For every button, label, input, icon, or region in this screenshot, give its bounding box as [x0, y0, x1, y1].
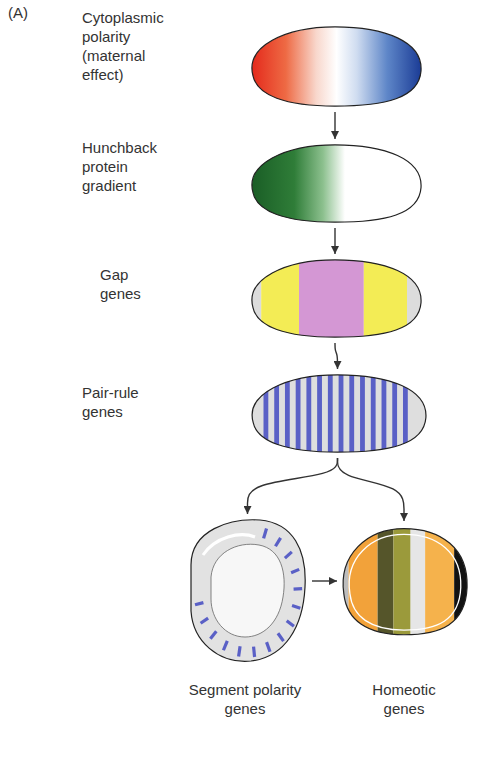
embryo-outline — [252, 260, 421, 337]
embryo-stage: Pair-rule genes — [245, 370, 430, 456]
embryo-stage: Gap genes — [245, 255, 425, 341]
arrow-connector — [334, 112, 335, 139]
embryo-illustration — [245, 370, 430, 456]
expression-band — [407, 255, 425, 341]
arrow-connector — [334, 228, 335, 254]
stage-label-block: Homeotic genes — [364, 680, 444, 718]
arrow-connector — [338, 458, 405, 521]
embryo-body — [252, 145, 421, 222]
expression-band — [425, 522, 454, 640]
expression-band — [382, 370, 387, 456]
stage-label: Pair-rule genes — [82, 383, 152, 421]
stage-label: Cytoplasmic polarity (maternal effect) — [82, 8, 182, 84]
embryo-body — [191, 520, 305, 661]
stage-label-block: Hunchback protein gradient — [82, 138, 182, 195]
segment-stripe — [292, 605, 300, 608]
head-fold — [203, 535, 255, 555]
expression-band — [245, 370, 430, 456]
segment-stripe — [210, 631, 216, 639]
embryo-illustration — [185, 515, 310, 665]
expression-band — [393, 522, 410, 640]
expression-band — [339, 370, 344, 456]
segment-stripe — [291, 569, 299, 572]
segment-stripe — [254, 647, 255, 657]
expression-band — [299, 255, 364, 341]
expression-band — [349, 370, 354, 456]
embryo-outline — [252, 145, 421, 222]
segment-stripe — [285, 552, 292, 558]
segment-stripe — [275, 538, 280, 546]
embryo-illustration — [245, 22, 425, 110]
expression-band — [306, 370, 311, 456]
expression-band — [264, 370, 269, 456]
stage-label: Segment polarity genes — [175, 680, 315, 718]
arrow-connector — [335, 343, 338, 369]
embryo-stage: Segment polarity genes — [185, 515, 310, 665]
embryo-illustration — [245, 140, 425, 226]
segment-stripe — [223, 641, 227, 650]
expression-band — [245, 255, 261, 341]
germ-band-fold — [211, 544, 284, 637]
embryo-stage: Homeotic genes — [338, 522, 470, 640]
inner-outline — [349, 534, 461, 630]
expression-band — [378, 522, 394, 640]
segment-stripe — [239, 646, 240, 656]
expression-band — [371, 370, 376, 456]
arrow-connector — [312, 580, 337, 581]
expression-band — [261, 255, 299, 341]
expression-band — [411, 522, 426, 640]
stage-label-block: Cytoplasmic polarity (maternal effect) — [82, 8, 182, 84]
embryo-body — [252, 27, 421, 106]
segment-stripe — [267, 642, 270, 652]
segment-stripe — [278, 633, 284, 641]
segment-stripe — [287, 621, 294, 627]
stage-label: Homeotic genes — [364, 680, 444, 718]
embryo-outline — [252, 375, 426, 452]
embryo-illustration — [338, 522, 470, 640]
stage-label: Gap genes — [100, 265, 145, 303]
embryo-stage: Hunchback protein gradient — [245, 140, 425, 226]
expression-band — [328, 370, 333, 456]
embryo-outline — [252, 27, 421, 106]
segment-stripe — [294, 587, 303, 591]
embryo-stage: Cytoplasmic polarity (maternal effect) — [245, 22, 425, 110]
embryo-outline — [343, 529, 467, 635]
stage-label: Hunchback protein gradient — [82, 138, 182, 195]
stage-label-block: Gap genes — [100, 265, 145, 303]
expression-band — [349, 522, 378, 640]
expression-band — [317, 370, 322, 456]
stage-label-block: Segment polarity genes — [175, 680, 315, 718]
segment-stripe — [201, 618, 208, 623]
segment-stripe — [195, 603, 203, 605]
arrow-connector — [248, 458, 338, 514]
embryo-illustration — [245, 255, 425, 341]
stage-label-block: Pair-rule genes — [82, 383, 152, 421]
expression-band — [360, 370, 365, 456]
panel-letter: (A) — [8, 4, 28, 21]
expression-band — [296, 370, 301, 456]
segment-stripe — [264, 529, 267, 539]
